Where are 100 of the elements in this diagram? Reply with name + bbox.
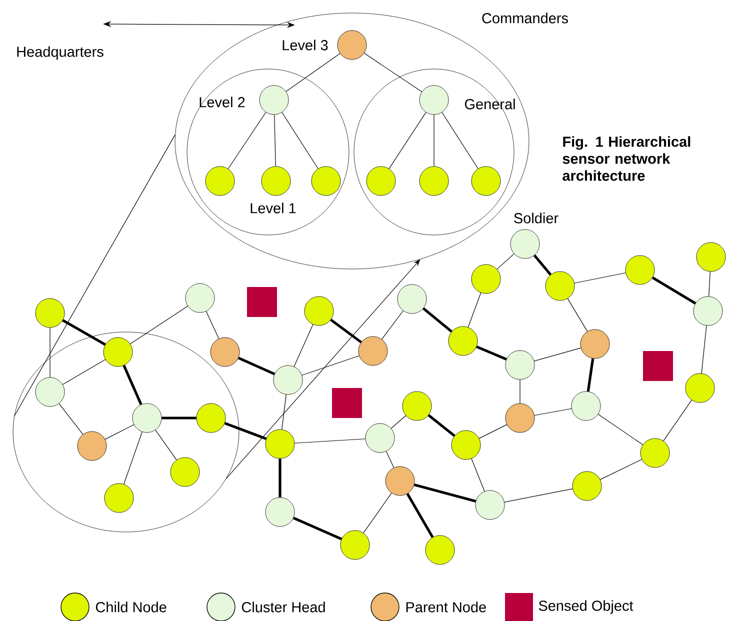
link-line — [533, 254, 552, 276]
sensor-node — [572, 471, 602, 501]
sensor-node — [685, 373, 715, 403]
sensor-node — [448, 326, 478, 356]
link-line — [274, 114, 276, 167]
link-line — [598, 414, 644, 446]
sensor-node — [170, 457, 200, 487]
link-line — [386, 451, 394, 468]
level-label: General — [464, 98, 515, 110]
sensor-node — [625, 255, 655, 285]
link-line — [388, 112, 426, 169]
link-line — [282, 394, 286, 430]
sensor-node — [103, 337, 133, 367]
link-line — [286, 53, 340, 92]
link-line — [238, 356, 276, 376]
link-line — [292, 516, 342, 540]
sensed-object — [247, 287, 277, 317]
link-line — [302, 355, 360, 376]
link-line — [224, 422, 267, 440]
link-line — [294, 324, 314, 367]
legend-label: Child Node — [96, 602, 166, 612]
figure-caption: Fig. 1 Hierarchical sensor network architecture — [562, 136, 690, 181]
link-line — [534, 348, 582, 362]
sensor-node — [205, 166, 235, 196]
sensor-node — [259, 85, 289, 115]
sensor-node — [35, 298, 65, 328]
sensor-node — [571, 391, 601, 421]
sensor-node — [402, 391, 432, 421]
link-line — [104, 424, 134, 440]
sensor-node — [580, 329, 610, 359]
level-label: Level 1 — [250, 202, 296, 214]
link-line — [155, 430, 177, 460]
sensor-node — [696, 242, 726, 272]
sensor-node — [419, 166, 449, 196]
sensor-node — [510, 229, 540, 259]
sensed-object — [643, 351, 673, 381]
sensor-node — [261, 166, 291, 196]
sensor-node — [471, 264, 501, 294]
link-line — [364, 52, 422, 92]
link-line — [363, 492, 392, 534]
link-line — [422, 307, 452, 333]
link-line — [663, 400, 692, 442]
sensor-node — [505, 350, 535, 380]
cluster-ellipse — [12, 332, 240, 532]
sensor-node — [132, 403, 162, 433]
link-line — [122, 364, 142, 406]
link-line — [330, 318, 362, 344]
link-line — [534, 408, 572, 416]
link-line — [567, 298, 588, 332]
link-line — [701, 325, 707, 374]
level-label: Level 3 — [282, 40, 328, 50]
sensor-node — [425, 535, 455, 565]
sensor-node — [475, 490, 505, 520]
sensor-node — [265, 497, 295, 527]
link-line — [468, 292, 482, 328]
sensor-node — [340, 530, 370, 560]
link-line — [206, 311, 220, 339]
link-line — [586, 358, 594, 392]
node-label: Headquarters — [17, 46, 104, 60]
sensor-node — [196, 403, 226, 433]
link-line — [496, 254, 514, 270]
link-line — [282, 112, 318, 169]
sensor-node — [365, 423, 395, 453]
sensor-node — [640, 438, 670, 468]
link-line — [442, 112, 478, 169]
level-label: Commanders — [482, 12, 568, 24]
link-line — [130, 306, 188, 344]
sensor-node — [397, 284, 427, 314]
link-line — [278, 458, 282, 498]
sensor-node — [273, 365, 303, 395]
sensor-node — [185, 283, 215, 313]
cluster-ellipse — [186, 68, 350, 236]
level-label: Level 2 — [200, 96, 245, 108]
link-line — [228, 112, 266, 170]
link-line — [58, 403, 84, 435]
cluster-ellipse — [354, 68, 514, 236]
sensor-node — [265, 429, 295, 459]
link-line — [600, 459, 642, 480]
sensor-node — [358, 336, 388, 366]
link-line — [476, 346, 507, 360]
link-line — [504, 488, 573, 502]
sensor-node — [104, 483, 134, 513]
link-line — [124, 432, 142, 484]
link-line — [162, 416, 196, 420]
link-line — [478, 424, 508, 439]
link-line — [652, 276, 696, 305]
zoom-line — [14, 134, 176, 417]
link-line — [428, 414, 456, 437]
link-line — [294, 438, 366, 444]
legend-label: Cluster Head — [242, 602, 325, 612]
link-line — [708, 271, 710, 297]
legend-label: Parent Node — [406, 602, 486, 612]
sensor-node — [545, 271, 575, 301]
level-label: Soldier — [514, 212, 558, 224]
link-line — [62, 319, 106, 346]
sensor-node — [471, 166, 501, 196]
link-line — [471, 458, 485, 492]
sensor-node — [311, 166, 341, 196]
sensor-node — [693, 296, 723, 326]
link-line — [62, 359, 106, 385]
